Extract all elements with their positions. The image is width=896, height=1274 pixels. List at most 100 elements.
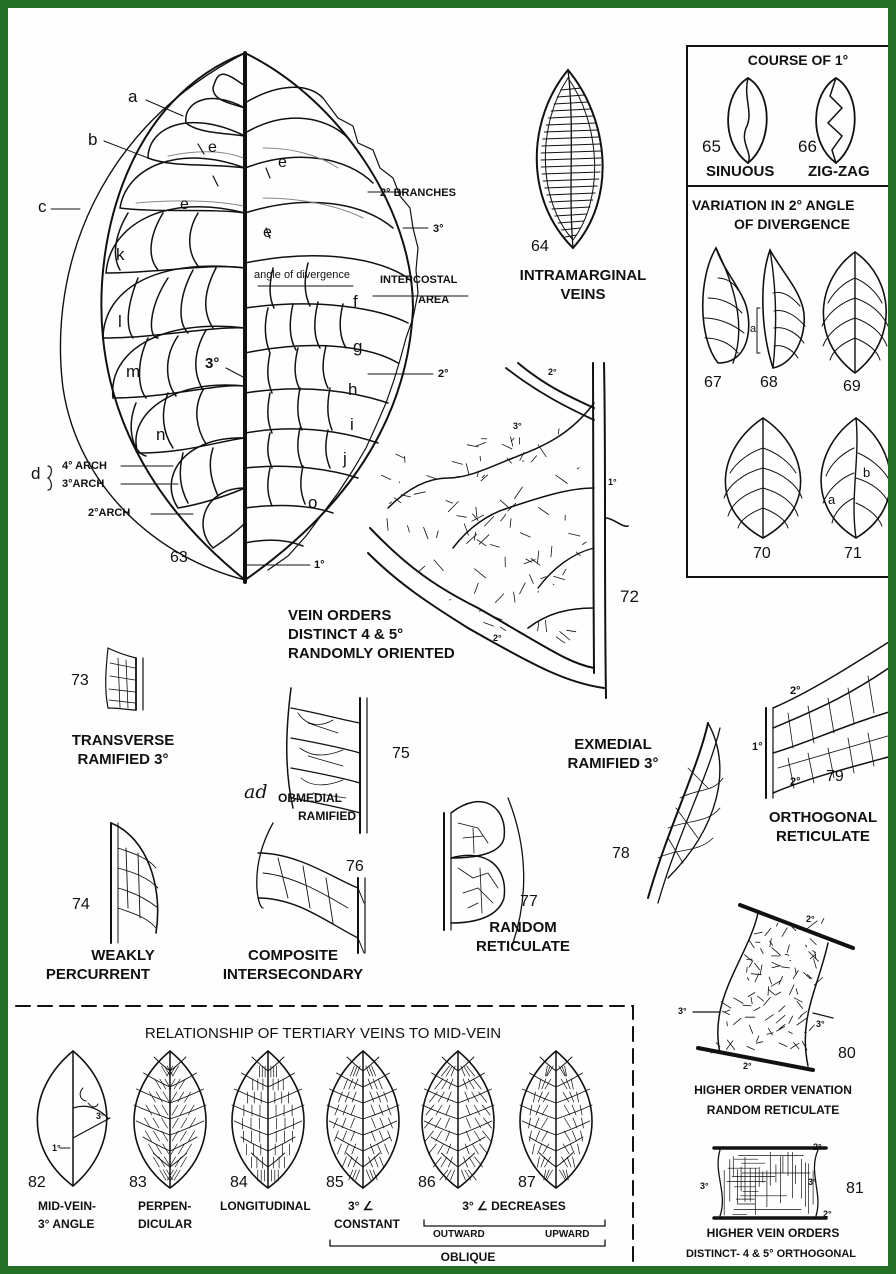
- fig63-label-l: l: [118, 313, 122, 331]
- fig86-number: 86: [418, 1174, 436, 1192]
- fig63-label-2-arch: 2°ARCH: [88, 507, 130, 520]
- fig72-label-3: 3°: [513, 420, 522, 433]
- fig73-caption-line1: TRANSVERSE: [38, 731, 208, 750]
- fig63-label-3: 3°: [433, 223, 444, 236]
- fig77-number: 77: [520, 893, 538, 911]
- fig63-label-a: a: [128, 88, 137, 106]
- fig72-caption-line1: VEIN ORDERS: [288, 606, 391, 625]
- fig63-label-g: g: [353, 338, 362, 356]
- fig84-leaf: [232, 1051, 304, 1188]
- fig63-label-3-arch: 3°ARCH: [62, 478, 104, 491]
- fig85-caption-line1: 3° ∠: [348, 1200, 374, 1213]
- fig79-caption-line1: ORTHOGONAL: [748, 808, 896, 827]
- fig83-leaf: [134, 1051, 206, 1188]
- fig70-leaf: [724, 418, 802, 538]
- fig71-label-b: b: [863, 466, 870, 479]
- fig81-caption-line2: DISTINCT- 4 & 5° ORTHOGONAL: [646, 1248, 896, 1261]
- fig76-number: 76: [346, 858, 364, 876]
- fig81-label-3-right: 3°: [808, 1176, 817, 1189]
- fig80-label-2-top: 2°: [806, 913, 815, 926]
- fig79-label-1: 1°: [752, 741, 763, 754]
- fig87-leaf: [520, 1051, 592, 1188]
- fig65-number: 65: [702, 138, 721, 156]
- fig79-label-2b: 2°: [790, 776, 801, 789]
- fig87-number: 87: [518, 1174, 536, 1192]
- fig73-venation: [106, 648, 143, 710]
- fig80-venation: [693, 905, 853, 1070]
- fig74-venation: [111, 823, 158, 943]
- fig72-caption-line2: DISTINCT 4 & 5°: [288, 625, 403, 644]
- fig75-caption-line1: OBMEDIAL: [278, 792, 342, 805]
- relation-box-border: [16, 1006, 633, 1274]
- fig68-label-a: a: [750, 323, 756, 336]
- fig65-label: SINUOUS: [706, 164, 774, 179]
- fig63-label-3-mid: 3°: [205, 356, 219, 371]
- fig72-caption-line3: RANDOMLY ORIENTED: [288, 644, 455, 663]
- fig85-leaf: [327, 1051, 399, 1188]
- fig72-number: 72: [620, 588, 639, 606]
- fig63-label-area: AREA: [418, 294, 449, 307]
- fig80-label-3-left: 3°: [678, 1005, 687, 1018]
- fig86-leaf: [422, 1051, 494, 1188]
- fig64-number: 64: [531, 238, 549, 256]
- fig63-label-h: h: [348, 381, 357, 399]
- fig71-label-a: a: [828, 493, 835, 506]
- fig81-number: 81: [846, 1180, 864, 1198]
- fig63-leaf: [48, 53, 468, 582]
- fig82-label-3: 3°: [96, 1110, 105, 1123]
- fig81-label-3-left: 3°: [700, 1180, 709, 1193]
- fig63-label-e3: e: [278, 154, 287, 172]
- fig66-label: ZIG-ZAG: [808, 164, 870, 179]
- fig63-label-e4: e: [263, 224, 272, 242]
- fig83-number: 83: [129, 1174, 147, 1192]
- fig71-number: 71: [844, 545, 862, 563]
- fig67-leaf: [703, 248, 749, 363]
- fig84-caption: LONGITUDINAL: [220, 1200, 311, 1213]
- fig63-label-i: i: [350, 416, 354, 434]
- fig80-label-2-bottom: 2°: [743, 1060, 752, 1073]
- right-box: [687, 46, 896, 577]
- fig82-caption-line2: 3° ANGLE: [38, 1218, 94, 1231]
- fig63-label-n: n: [156, 426, 165, 444]
- fig74-caption-line2: PERCURRENT: [28, 965, 168, 984]
- fig63-label-b: b: [88, 131, 97, 149]
- fig66-number: 66: [798, 138, 817, 156]
- fig63-label-1: 1°: [314, 559, 325, 572]
- fig71-leaf: [821, 418, 890, 538]
- fig72-label-1: 1°: [608, 476, 617, 489]
- fig81-orthogonal-mesh: [724, 1152, 813, 1215]
- fig81-label-2-top: 2°: [813, 1141, 822, 1154]
- fig63-label-2: 2°: [438, 368, 449, 381]
- fig64-caption-line1: INTRAMARGINAL: [503, 266, 663, 285]
- fig63-label-angle-of-divergence: angle of divergence: [254, 270, 354, 281]
- fig63-label-o: o: [308, 494, 317, 512]
- fig79-number: 79: [826, 768, 844, 786]
- fig82-number: 82: [28, 1174, 46, 1192]
- oblique-label: OBLIQUE: [418, 1251, 518, 1264]
- fig82-caption-line1: MID-VEIN-: [38, 1200, 96, 1213]
- fig80-number: 80: [838, 1045, 856, 1063]
- fig85-caption-line2: CONSTANT: [334, 1218, 400, 1231]
- fig63-label-j: j: [343, 450, 347, 468]
- fig65-leaf: [728, 78, 767, 163]
- fig63-label-intercostal: INTERCOSTAL: [380, 274, 457, 287]
- fig76-caption-line1: COMPOSITE: [208, 946, 378, 965]
- fig80-caption-line1: HIGHER ORDER VENATION: [668, 1084, 878, 1097]
- fig73-number: 73: [71, 672, 89, 690]
- fig80-caption-line2: RANDOM RETICULATE: [668, 1104, 878, 1117]
- fig74-caption-line1: WEAKLY: [28, 946, 218, 965]
- fig76-venation: [257, 823, 365, 953]
- fig83-caption-line2: DICULAR: [138, 1218, 192, 1231]
- fig63-label-e2: e: [180, 196, 189, 214]
- fig69-number: 69: [843, 378, 861, 396]
- relation-box-title: RELATIONSHIP OF TERTIARY VEINS TO MID-VE…: [78, 1024, 568, 1043]
- fig70-number: 70: [753, 545, 771, 563]
- fig75-handwritten-note: ad: [244, 783, 268, 801]
- fig63-label-m: m: [126, 363, 140, 381]
- fig68-number: 68: [760, 374, 778, 392]
- fig63-label-f: f: [353, 293, 358, 311]
- fig83-caption-line1: PERPEN-: [138, 1200, 191, 1213]
- fig63-label-e1: e: [208, 139, 217, 157]
- outward-label: OUTWARD: [433, 1228, 485, 1241]
- fig63-label-c: c: [38, 198, 47, 216]
